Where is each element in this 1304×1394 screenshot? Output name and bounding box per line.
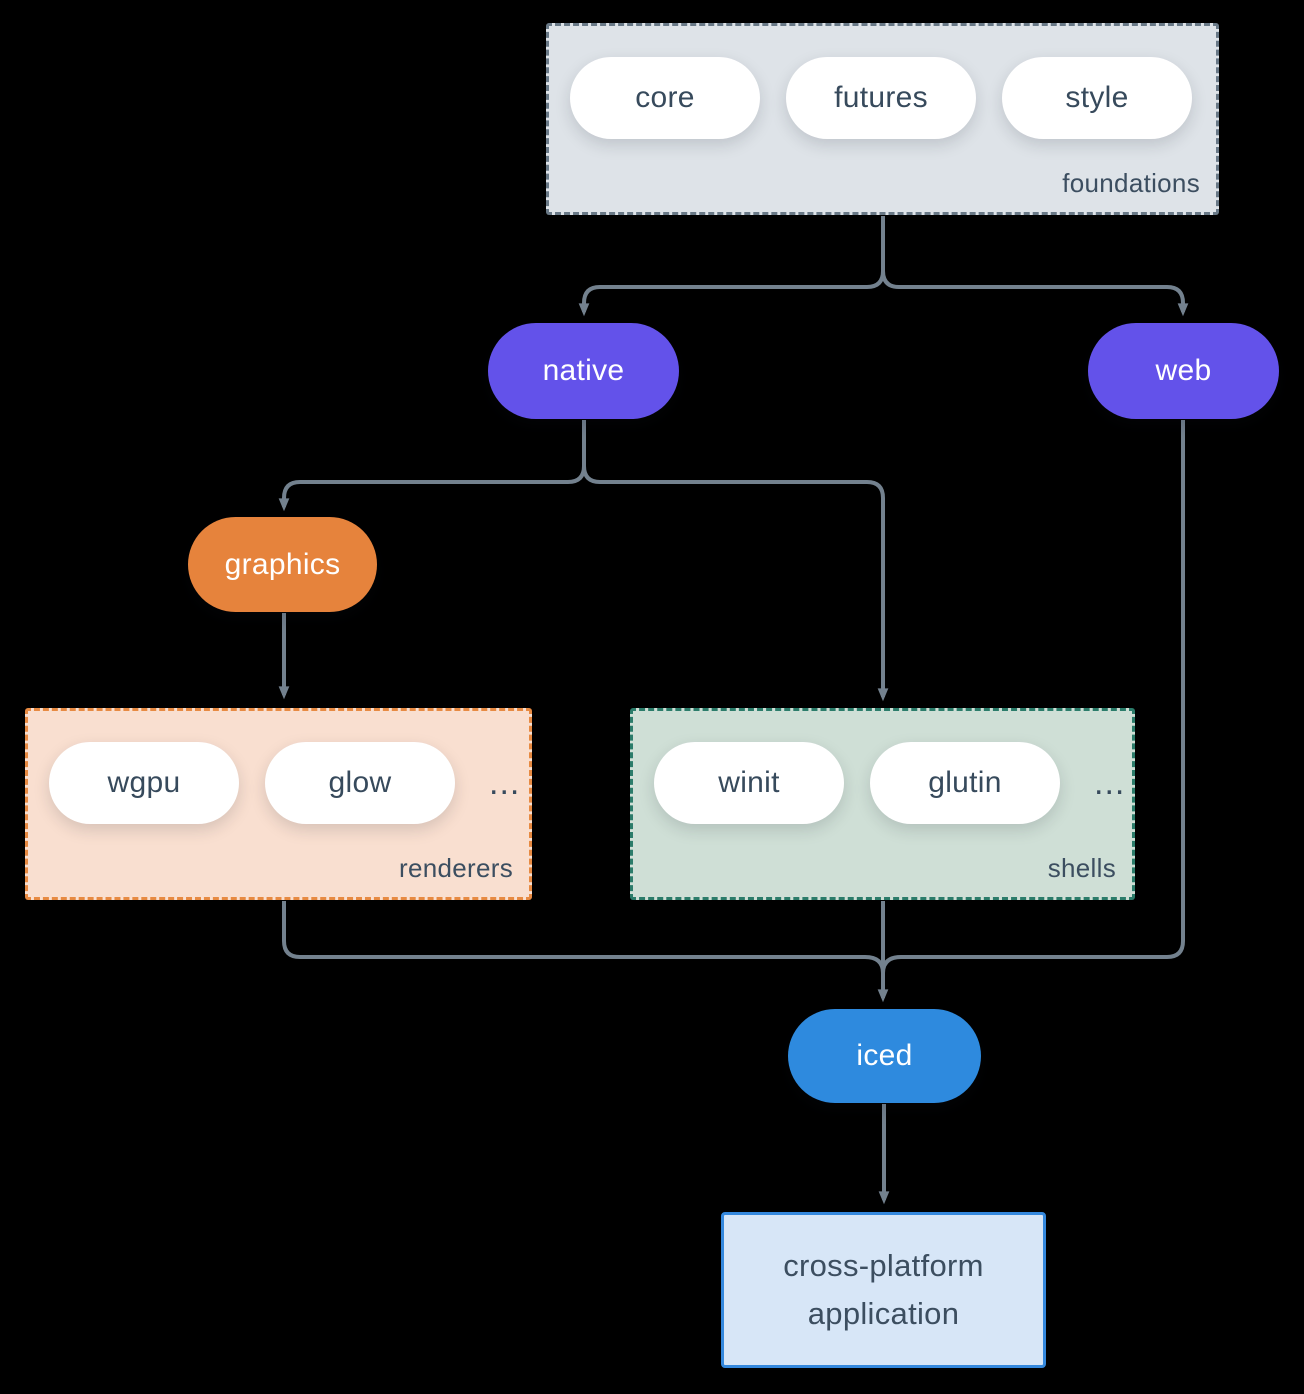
node-native: native [488, 323, 679, 419]
group-shells: winit glutin ... shells [630, 708, 1135, 900]
renderers-ellipsis: ... [489, 763, 521, 802]
group-renderers: wgpu glow ... renderers [25, 708, 532, 900]
group-foundations: core futures style foundations [546, 23, 1219, 215]
shells-pill-row: winit glutin ... [654, 742, 1125, 824]
shells-ellipsis: ... [1094, 763, 1126, 802]
foundations-label: foundations [1062, 168, 1200, 198]
node-iced: iced [788, 1009, 981, 1103]
node-winit: winit [654, 742, 844, 824]
edge-web-iced [881, 420, 1185, 985]
foundations-pill-row: core futures style [570, 57, 1218, 139]
node-core: core [570, 57, 760, 139]
edge-native-graphics [278, 420, 586, 512]
edge-renderers-iced [282, 901, 885, 985]
node-futures: futures [786, 57, 976, 139]
node-style: style [1002, 57, 1192, 139]
node-glow: glow [265, 742, 455, 824]
edge-foundations-native [578, 216, 885, 317]
edge-foundations-web [881, 216, 1189, 317]
node-wgpu: wgpu [49, 742, 239, 824]
renderers-label: renderers [399, 853, 513, 883]
application-label-line2: application [807, 1296, 960, 1331]
shells-label: shells [1047, 853, 1116, 883]
edge-native-shells [582, 420, 889, 702]
application-label-line1: cross-platform [783, 1248, 984, 1283]
node-cross-platform-application: cross-platform application [721, 1212, 1046, 1368]
node-web: web [1088, 323, 1279, 419]
renderers-pill-row: wgpu glow ... [49, 742, 520, 824]
node-graphics: graphics [188, 517, 377, 612]
node-glutin: glutin [870, 742, 1060, 824]
